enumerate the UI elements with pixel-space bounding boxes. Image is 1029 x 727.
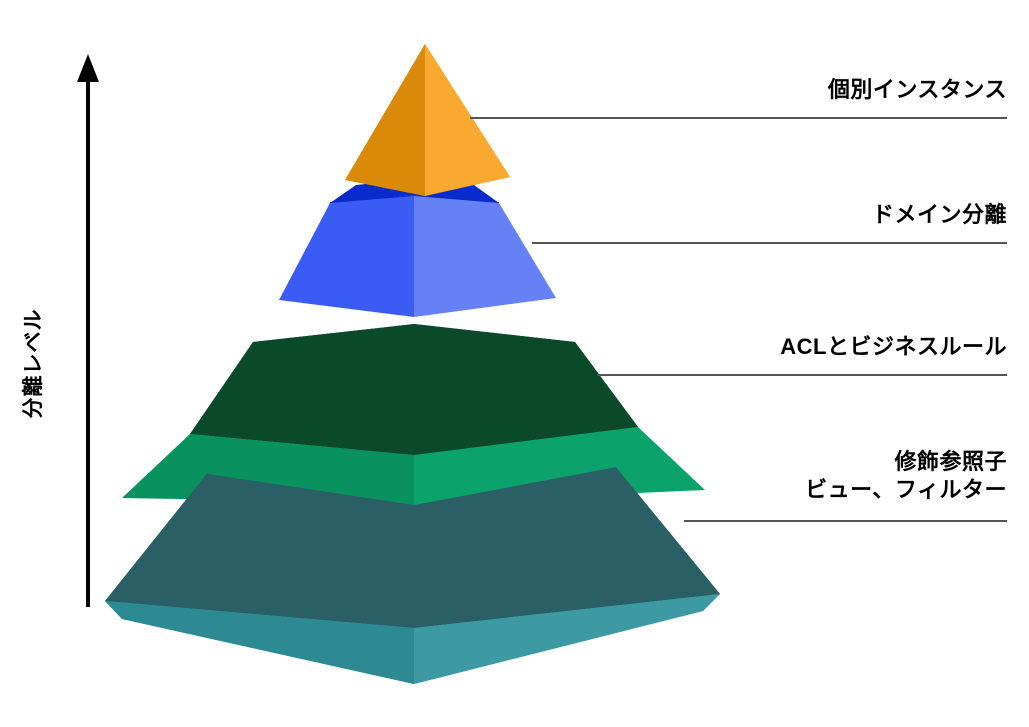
tier-label-4-line-1: 修飾参照子 [894,449,1007,474]
tier-3-wall-left [190,434,414,505]
tier-3-wall-right [414,427,638,505]
pyramid-tier-2-solid [279,179,556,317]
tier-3-deck-left [190,324,414,455]
tier-label-1: 個別インスタンス [828,76,1007,104]
tier-label-4-line-2: ビュー、フィルター [805,476,1007,502]
tier-label-2: ドメイン分離 [872,201,1007,229]
isolation-level-axis [77,54,99,607]
pyramid-tier-3-solid [190,324,638,505]
tier-3-deck-right [414,324,638,455]
tier-label-1-line-1: 個別インスタンス [827,77,1007,102]
leader-lines [470,117,1007,522]
tier-label-3: ACLとビジネスルール [780,333,1007,361]
tier-4-skirt-left [105,601,414,684]
tier-1-wall-left [345,44,425,196]
tier-1-wall-right [425,44,510,196]
tier-label-2-line-1: ドメイン分離 [871,202,1007,227]
tier-label-4: 修飾参照子 ビュー、フィルター [805,448,1007,503]
arrow-up-icon [77,54,99,82]
tier-2-wall-right [414,196,556,317]
tier-label-3-line-1: ACLとビジネスルール [780,334,1007,359]
tier-2-wall-left [279,196,414,317]
pyramid-tier-1-solid [345,44,510,196]
tier-4-skirt-right [414,594,720,684]
